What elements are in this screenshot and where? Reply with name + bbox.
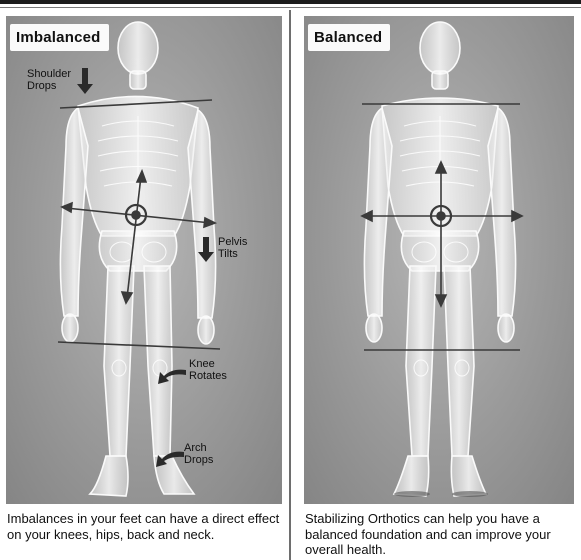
knee-label-line1: Knee	[189, 358, 227, 370]
top-rule	[0, 0, 581, 4]
human-figure-right	[364, 22, 515, 496]
imbalanced-tag: Imbalanced	[10, 24, 109, 51]
balanced-caption: Stabilizing Orthotics can help you have …	[305, 511, 581, 558]
panel-divider	[289, 10, 291, 560]
shoulder-down-arrow	[77, 68, 93, 94]
shoulder-label-line1: Shoulder	[27, 68, 71, 80]
arch-label-line2: Drops	[184, 454, 213, 466]
balanced-tag: Balanced	[308, 24, 390, 51]
orthotic-inserts	[394, 491, 488, 497]
knee-rotates-label: Knee Rotates	[189, 358, 227, 382]
spine-arrow-down	[436, 295, 446, 306]
arch-label-line1: Arch	[184, 442, 213, 454]
pelvis-label-line1: Pelvis	[218, 236, 247, 248]
balanced-body-illustration	[304, 16, 574, 504]
knee-line	[58, 342, 220, 349]
hip-arrow-right	[512, 211, 522, 221]
pelvis-tilts-label: Pelvis Tilts	[218, 236, 247, 260]
balanced-panel: Balanced	[304, 16, 574, 504]
human-figure-left	[60, 22, 215, 496]
pelvis-label-line2: Tilts	[218, 248, 247, 260]
arch-drops-label: Arch Drops	[184, 442, 213, 466]
top-rule-thin	[0, 7, 581, 8]
imbalanced-panel: Imbalanced Shoulder Drops Pelvis Tilts K…	[6, 16, 282, 504]
shoulder-drops-label: Shoulder Drops	[27, 68, 71, 92]
shoulder-label-line2: Drops	[27, 80, 71, 92]
imbalanced-caption: Imbalances in your feet can have a direc…	[7, 511, 289, 542]
knee-label-line2: Rotates	[189, 370, 227, 382]
